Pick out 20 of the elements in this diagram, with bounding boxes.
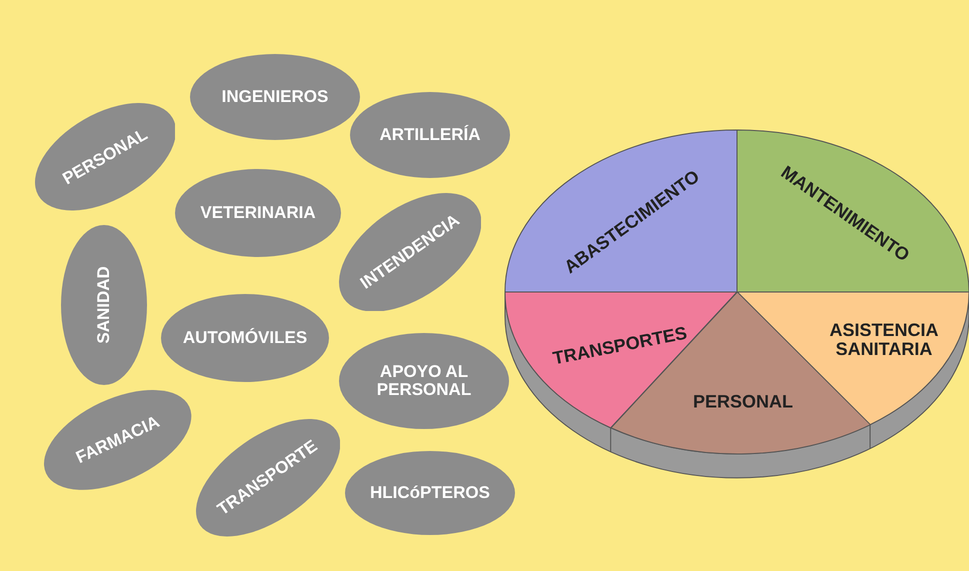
oval-label — [338, 192, 482, 312]
oval-label — [34, 103, 176, 211]
slice-label: PERSONAL — [692, 392, 793, 412]
oval-label — [175, 169, 341, 257]
oval-label — [345, 451, 515, 535]
oval-label — [44, 390, 192, 490]
oval-label — [61, 225, 147, 385]
oval-label — [339, 333, 509, 429]
oval-text: INGENIEROS — [222, 88, 328, 106]
oval-label — [161, 294, 329, 382]
slice-label: ASISTENCIA SANITARIA — [829, 321, 939, 359]
oval-text: SANIDAD — [95, 266, 113, 344]
oval-text: ARTILLERÍA — [379, 126, 481, 144]
oval-text: APOYO AL PERSONAL — [376, 363, 472, 399]
oval-label — [190, 54, 360, 140]
oval-text: AUTOMÓVILES — [182, 329, 308, 347]
oval-label — [196, 419, 340, 537]
oval-text: HLICóPTEROS — [370, 484, 490, 502]
oval-text: VETERINARIA — [200, 204, 316, 222]
oval-label — [350, 92, 510, 178]
